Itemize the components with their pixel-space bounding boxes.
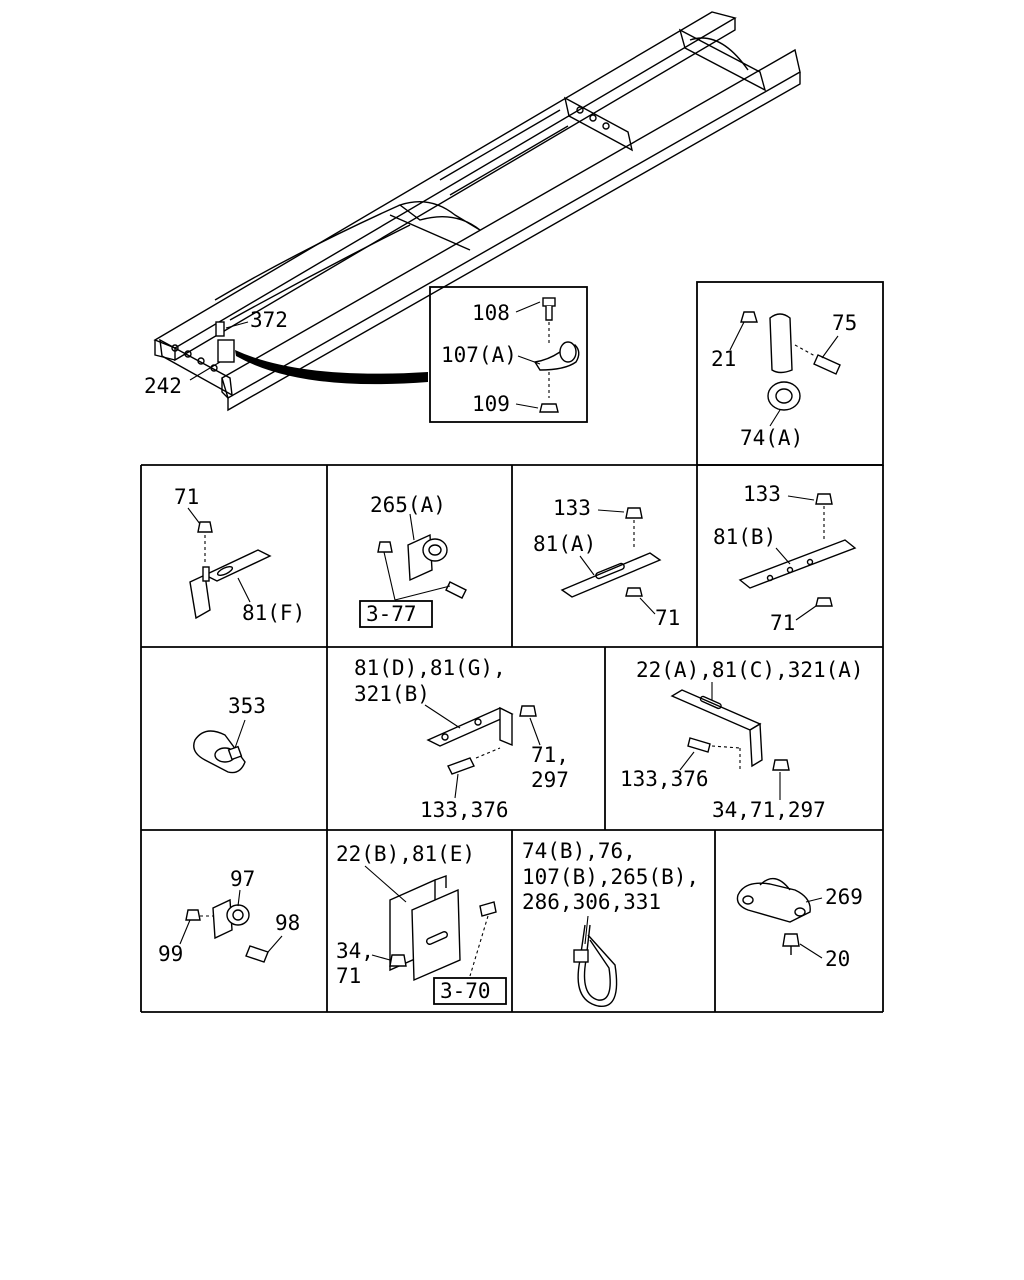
label-353: 353 (228, 694, 266, 718)
label-21: 21 (711, 347, 736, 371)
bracket-81f-illustration (189, 521, 272, 620)
ref-3-70[interactable]: 3-70 (440, 979, 491, 1003)
label-e2-line2: 34, (336, 939, 374, 963)
label-e3-line3: 286,306,331 (522, 890, 661, 914)
bracket-81c-illustration (670, 689, 790, 771)
clamp-74a-illustration (740, 311, 841, 411)
label-20: 20 (825, 947, 850, 971)
clip-107a-illustration (533, 297, 580, 413)
label-c3-71: 71 (655, 606, 680, 630)
label-265a: 265(A) (370, 493, 446, 517)
label-d2-line1: 81(D),81(G), (354, 656, 506, 680)
label-107a: 107(A) (441, 343, 517, 367)
label-108: 108 (472, 301, 510, 325)
label-109: 109 (472, 392, 510, 416)
bracket-81d-illustration (426, 705, 537, 775)
label-75: 75 (832, 311, 857, 335)
label-c1-71: 71 (174, 485, 199, 509)
label-d2-line5: 133,376 (420, 798, 509, 822)
label-e3-line2: 107(B),265(B), (522, 865, 699, 889)
label-d3-line1: 22(A),81(C),321(A) (636, 658, 864, 682)
clamp-265a-illustration (377, 533, 467, 599)
label-c4-81b: 81(B) (713, 525, 776, 549)
label-98: 98 (275, 911, 300, 935)
label-e2-line3: 71 (336, 964, 361, 988)
bracket-81b-illustration (738, 493, 857, 607)
label-242: 242 (144, 374, 182, 398)
label-74a: 74(A) (740, 426, 803, 450)
label-c4-71: 71 (770, 611, 795, 635)
label-e2-line1: 22(B),81(E) (336, 842, 475, 866)
label-c1-81f: 81(F) (242, 601, 305, 625)
label-99: 99 (158, 942, 183, 966)
bracket-81e-illustration (389, 875, 497, 982)
clamp-97-illustration (185, 898, 269, 963)
label-269: 269 (825, 885, 863, 909)
label-d2-line2: 321(B) (354, 682, 430, 706)
chassis-frame-illustration (153, 11, 801, 412)
ref-box-3-70 (433, 977, 507, 1005)
inset-box-clip (429, 286, 588, 423)
label-97: 97 (230, 867, 255, 891)
cable-tie-illustration (573, 924, 618, 1007)
label-d2-line4: 297 (531, 768, 569, 792)
ref-box-3-77 (359, 600, 433, 628)
label-d3-line2: 133,376 (620, 767, 709, 791)
label-c3-81a: 81(A) (533, 532, 596, 556)
clamp-353-illustration (193, 730, 246, 774)
label-d3-line3: 34,71,297 (712, 798, 826, 822)
label-c3-133: 133 (553, 496, 591, 520)
label-372: 372 (250, 308, 288, 332)
bracket-81a-illustration (560, 507, 662, 598)
parts-grid (140, 464, 884, 1013)
label-e3-line1: 74(B),76, (522, 839, 636, 863)
ref-3-77[interactable]: 3-77 (366, 602, 417, 626)
label-d2-line3: 71, (531, 743, 569, 767)
label-c4-133: 133 (743, 482, 781, 506)
clamp-269-illustration (736, 877, 811, 955)
